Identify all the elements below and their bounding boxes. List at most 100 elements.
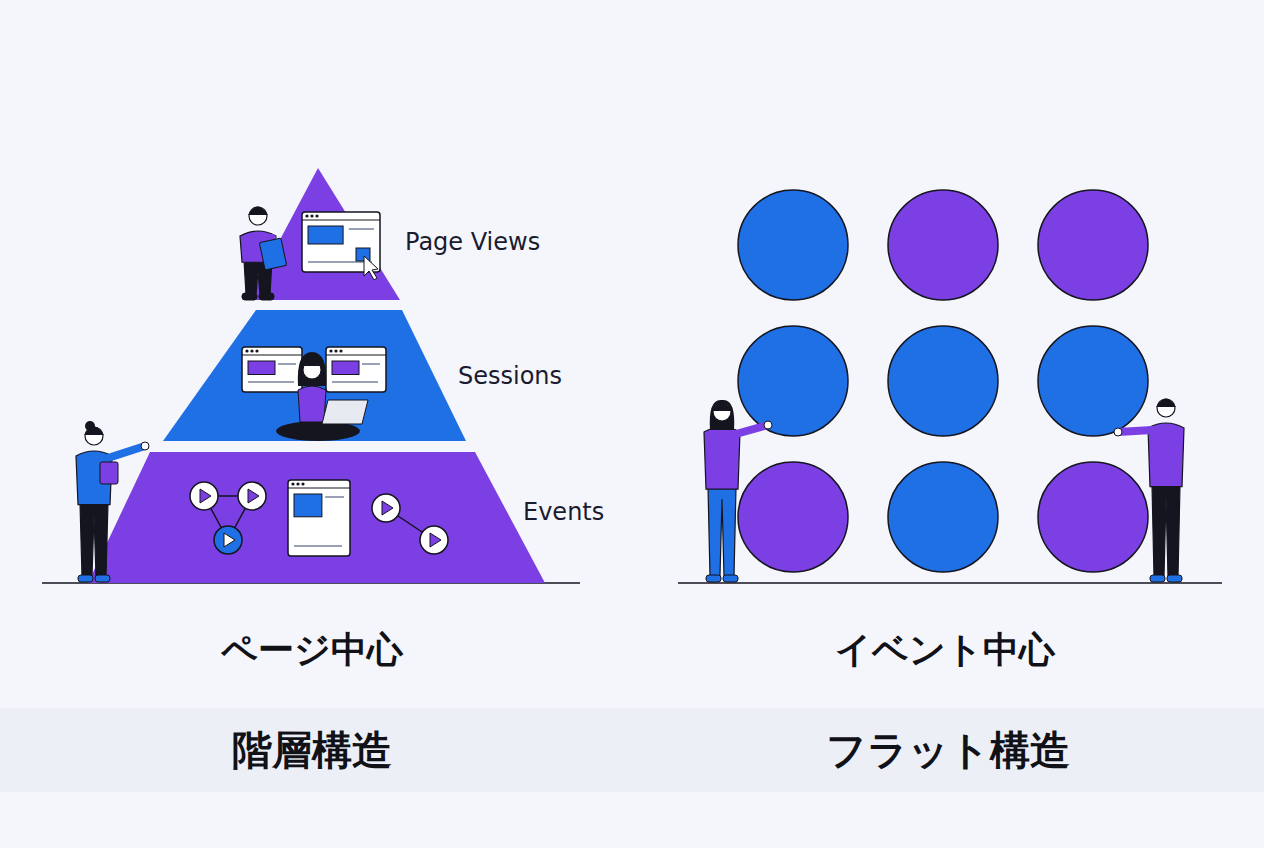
sitting-person-part [298, 386, 326, 422]
browser-window-part [334, 349, 337, 352]
browser-window-part [245, 349, 248, 352]
person-figure-part [1157, 399, 1175, 417]
event-grid [738, 190, 1148, 572]
browser-window-part [329, 349, 332, 352]
band-shape-part [163, 310, 466, 441]
person-figure-part [1114, 428, 1122, 436]
browser-window-part [302, 220, 380, 221]
play-icon-part [238, 482, 266, 510]
person-figure-part [708, 487, 736, 576]
band-shape-part [76, 421, 545, 583]
browser-window-part [325, 496, 344, 498]
browser-window-part [291, 482, 294, 485]
sitting-person [276, 352, 368, 441]
browser-window-part [362, 363, 380, 365]
event-circle [1038, 326, 1148, 436]
event-circle [888, 326, 998, 436]
person-figure-part [78, 575, 93, 582]
play-icon-part [200, 489, 211, 503]
pyramid-band: Events [60, 452, 610, 583]
person-figure-part [80, 503, 108, 576]
play-icon-part [420, 526, 448, 554]
browser-window-part [315, 214, 318, 217]
play-icon [190, 482, 218, 510]
person-figure [76, 421, 149, 582]
browser-window-part [349, 228, 374, 230]
caption-label: イベント中心 [835, 628, 1055, 671]
browser-window [326, 347, 386, 392]
band-label: Page Views [405, 228, 540, 257]
event-circle [738, 462, 848, 572]
person-figure-part [1150, 575, 1165, 582]
browser-window-part [332, 361, 359, 375]
browser-window-part [305, 214, 308, 217]
sitting-person-part [303, 361, 321, 379]
person-figure-part [141, 442, 149, 450]
sitting-person-part [303, 360, 321, 366]
browser-window-part [332, 381, 378, 383]
band-shape-part [240, 168, 400, 300]
person-figure-part [242, 293, 257, 300]
play-icon-part [430, 533, 441, 547]
person-figure-part [713, 403, 731, 421]
play-icon-part [248, 489, 259, 503]
play-icon-part [190, 482, 218, 510]
browser-window [288, 480, 350, 556]
caption-strip [0, 708, 1264, 792]
band-polygon [88, 452, 545, 583]
pyramid-band: Sessions [60, 310, 568, 441]
person-figure-part [1152, 485, 1180, 576]
browser-window-part [310, 214, 313, 217]
play-icon [420, 526, 448, 554]
person-figure-part [706, 575, 721, 582]
structure-label: フラット構造 [826, 726, 1070, 774]
browser-window-part [288, 480, 350, 556]
event-circle [738, 190, 848, 300]
browser-window-part [278, 363, 296, 365]
event-circle [888, 462, 998, 572]
structure-label: 階層構造 [232, 726, 392, 774]
browser-window-part [308, 226, 343, 244]
tablet-icon [100, 462, 118, 484]
browser-window-part [248, 381, 294, 383]
pyramid-band: Page Views [60, 168, 546, 300]
event-circle [1038, 190, 1148, 300]
caption-label: ページ中心 [221, 628, 403, 671]
person-figure-part [1156, 399, 1176, 408]
person-figure-part [248, 207, 268, 216]
play-icon-part [214, 526, 242, 554]
browser-window-part [326, 347, 386, 392]
browser-window-part [242, 347, 302, 392]
band-polygon [163, 310, 466, 441]
person-figure-part [85, 421, 95, 431]
play-icon [238, 482, 266, 510]
browser-window-part [242, 355, 302, 356]
person-figure-part [723, 575, 738, 582]
event-circle [888, 190, 998, 300]
person-figure-part [108, 446, 145, 458]
browser-window [242, 347, 302, 392]
person-figure-part [764, 421, 772, 429]
person-figure-part [1118, 430, 1152, 432]
person-figure-part [95, 575, 110, 582]
play-icon [372, 494, 400, 522]
tablet-icon [259, 238, 286, 270]
person-figure-part [736, 425, 768, 434]
play-icon-part [224, 533, 235, 547]
cursor-icon [364, 256, 378, 280]
browser-window-part [248, 361, 275, 375]
browser-window-part [294, 545, 342, 547]
browser-window-part [296, 482, 299, 485]
person-figure-part [259, 293, 274, 300]
person-figure-part [249, 207, 267, 225]
laptop-icon [322, 400, 368, 424]
person-figure [1114, 399, 1184, 583]
browser-window-part [288, 488, 350, 489]
ground-line [678, 582, 1222, 584]
play-icon-part [372, 494, 400, 522]
browser-window-part [255, 349, 258, 352]
person-figure [704, 400, 772, 582]
play-icon-part [382, 501, 393, 515]
band-label: Sessions [458, 362, 562, 391]
